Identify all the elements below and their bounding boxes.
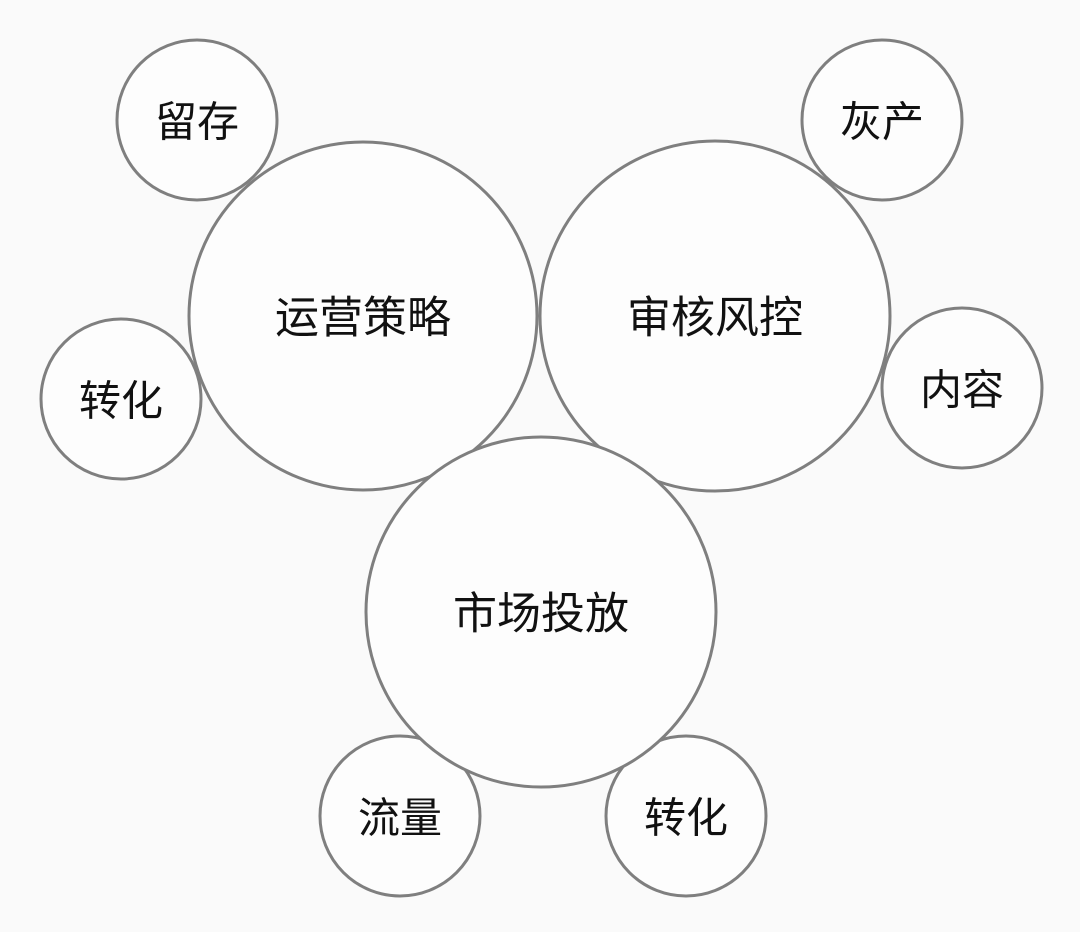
node-label: 流量 (358, 794, 442, 843)
node-market-placement: 市场投放 (364, 435, 718, 789)
node-operations-strategy: 运营策略 (187, 140, 539, 492)
node-label: 转化 (79, 377, 163, 426)
node-label: 审核风控 (627, 293, 803, 344)
node-label: 市场投放 (453, 589, 629, 640)
node-content: 内容 (880, 306, 1044, 470)
node-conversion-left: 转化 (39, 317, 203, 481)
node-retention: 留存 (115, 38, 279, 202)
node-label: 留存 (155, 98, 239, 147)
node-label: 转化 (644, 794, 728, 843)
node-label: 灰产 (840, 98, 924, 147)
node-gray-industry: 灰产 (800, 38, 964, 202)
node-label: 内容 (920, 366, 1004, 415)
node-label: 运营策略 (275, 293, 451, 344)
node-review-risk-control: 审核风控 (538, 139, 892, 493)
node-traffic: 流量 (318, 734, 482, 898)
node-conversion-bottom: 转化 (604, 734, 768, 898)
